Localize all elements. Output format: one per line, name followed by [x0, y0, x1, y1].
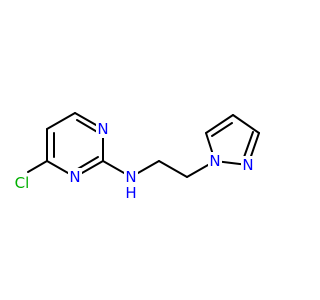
chlorine-atom-bg [10, 174, 34, 192]
pyrazole-n2-atom-bg [241, 156, 255, 174]
bond-c6-n1-inner [76, 119, 100, 134]
pyrimidine-n3-atom-bg [68, 168, 82, 186]
bond-pz-c4-c3 [232, 114, 260, 134]
bond-pz-c5-c4 [205, 114, 234, 134]
pyrazole-n2-label: N [242, 156, 253, 174]
bond-ch2-ch2 [158, 160, 188, 178]
bond-layer [27, 112, 260, 178]
pyrazole-n1-atom: N [208, 152, 222, 170]
bond-c2-n3-inner [75, 156, 99, 171]
chlorine-atom: Cl [10, 174, 34, 192]
pyrazole-n1-atom-bg [208, 152, 222, 170]
amine-nh-atom: N H [124, 168, 138, 202]
amine-n-label: N [125, 168, 136, 186]
bond-pz-c5-c4-inner [211, 122, 233, 137]
amine-h-label: H [125, 184, 136, 202]
pyrimidine-n1-atom: N [96, 120, 110, 138]
pyrimidine-n3-atom: N [68, 168, 82, 186]
bond-c5-c6 [46, 112, 76, 130]
bond-c4-cl [27, 160, 48, 173]
pyrimidine-n1-label: N [97, 120, 108, 138]
amine-nh-atom-bg [124, 168, 138, 198]
pyrimidine-n3-label: N [69, 168, 80, 186]
pyrazole-n1-label: N [209, 152, 220, 170]
bond-pz-c3-n2-inner [242, 131, 254, 161]
pyrazole-n2-atom: N [241, 156, 255, 174]
chemical-structure-diagram: Cl N N N H N N [10, 112, 260, 202]
atom-layer: Cl N N N H N N [10, 120, 255, 202]
pyrimidine-n1-atom-bg [96, 120, 110, 138]
chlorine-atom-label: Cl [15, 174, 30, 192]
